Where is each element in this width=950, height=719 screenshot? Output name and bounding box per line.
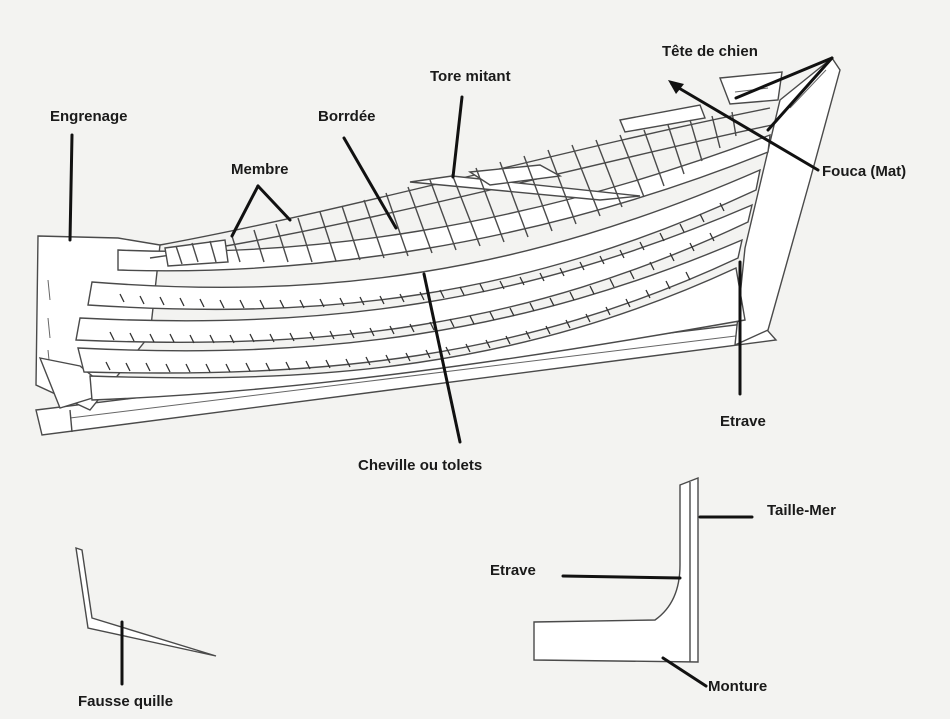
leader-membre-b xyxy=(256,184,292,222)
leader-engrenage xyxy=(68,133,74,242)
leader-tete-chien-a xyxy=(734,56,834,100)
label-taille-mer: Taille-Mer xyxy=(767,502,836,519)
label-etrave-main: Etrave xyxy=(720,413,766,430)
label-fouca: Fouca (Mat) xyxy=(822,163,906,180)
label-membre: Membre xyxy=(231,161,289,178)
false-keel-detail xyxy=(75,546,217,657)
label-bordee: Borrdée xyxy=(318,108,376,125)
label-tore-mitant: Tore mitant xyxy=(430,68,511,85)
leader-fouca xyxy=(670,82,820,172)
leader-bordee xyxy=(342,136,398,230)
label-tete-de-chien: Tête de chien xyxy=(662,43,758,60)
label-engrenage: Engrenage xyxy=(50,108,128,125)
leader-cheville xyxy=(422,272,462,444)
leader-tore-mitant xyxy=(451,95,464,179)
leader-tete-chien-b xyxy=(766,56,834,132)
leader-lines xyxy=(68,56,834,688)
label-etrave-detail: Etrave xyxy=(490,562,536,579)
leader-membre-a xyxy=(230,184,260,238)
stem-detail xyxy=(533,476,699,663)
hull-planks xyxy=(75,133,771,401)
labels: Engrenage Membre Borrdée Tore mitant Têt… xyxy=(50,43,906,710)
interior-frames xyxy=(149,104,773,267)
trenail-ticks xyxy=(105,202,725,373)
leader-monture xyxy=(661,656,708,688)
label-fausse-quille: Fausse quille xyxy=(78,693,173,710)
label-cheville: Cheville ou tolets xyxy=(358,457,482,474)
label-monture: Monture xyxy=(708,678,767,695)
leader-etrave-detail xyxy=(561,574,682,580)
